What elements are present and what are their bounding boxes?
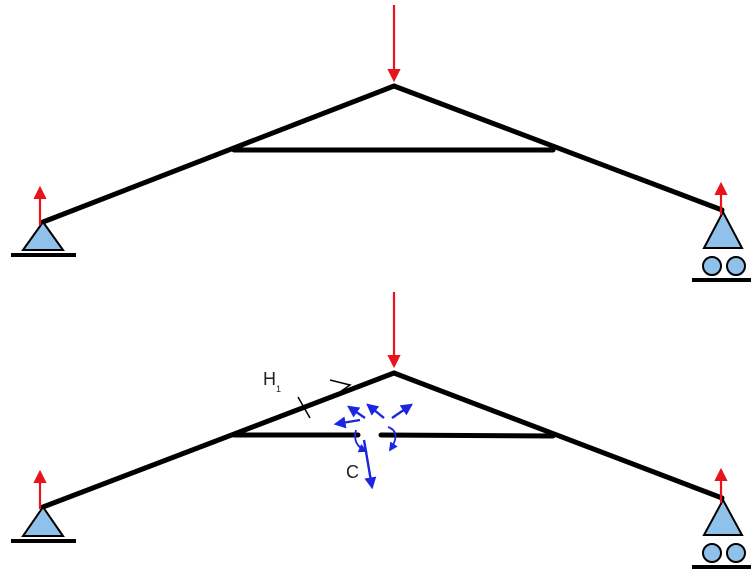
section-cut-mark <box>297 396 311 419</box>
roller-support-right-2 <box>692 497 751 569</box>
rafter-force-subscript: 1 <box>276 384 281 394</box>
pin-support-left <box>11 220 76 257</box>
truss-full <box>11 5 751 282</box>
roller-support-right <box>692 209 751 282</box>
right-rafter-2 <box>391 370 725 501</box>
tie-force-label: C <box>346 462 359 482</box>
curved-arrow-icon <box>333 403 413 490</box>
rafter-force-label: H <box>263 369 276 389</box>
tie-beam-right-part <box>378 432 556 439</box>
truss-section-cut: H 1 C <box>11 292 751 569</box>
rafter-force-arrow-mark <box>329 379 352 393</box>
pin-support-left-2 <box>11 505 76 543</box>
left-rafter-2 <box>40 370 397 510</box>
left-rafter <box>40 83 397 225</box>
right-rafter <box>391 83 725 213</box>
